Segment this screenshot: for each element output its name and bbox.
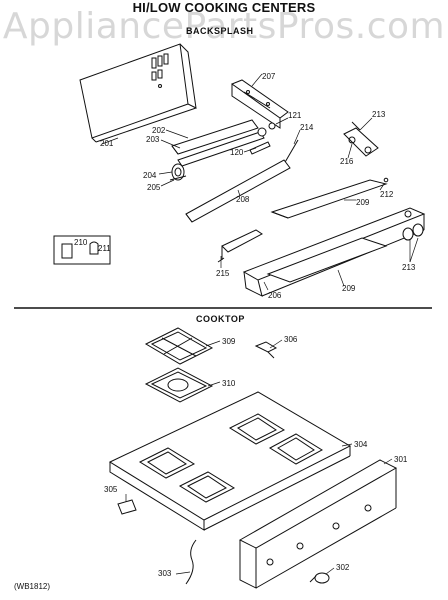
part-label-205: 205 [147, 183, 161, 192]
leader-lines-cooktop [125, 339, 393, 575]
part-209-upper-panel [270, 179, 388, 219]
part-label-213-upper: 213 [372, 110, 386, 119]
part-label-310: 310 [222, 379, 236, 388]
part-210-211-inset [53, 235, 111, 265]
part-202-203-tube [171, 119, 276, 167]
part-label-211: 211 [98, 244, 111, 253]
part-label-209-upper: 209 [356, 198, 370, 207]
part-label-216: 216 [340, 157, 354, 166]
part-label-305: 305 [104, 485, 118, 494]
leader-lines-backsplash [101, 73, 419, 291]
part-212-screw [383, 177, 389, 183]
watermark: AppliancePartsPros.com [2, 6, 446, 47]
part-201-back-panel [79, 43, 197, 143]
part-label-302: 302 [336, 563, 350, 572]
part-label-210: 210 [74, 238, 88, 247]
part-label-304: 304 [354, 440, 368, 449]
part-label-214: 214 [300, 123, 314, 132]
part-304-cooktop [108, 391, 352, 531]
part-label-201: 201 [100, 139, 114, 148]
backsplash-section-label: BACKSPLASH [186, 26, 254, 36]
part-215-bracket [217, 229, 263, 263]
part-302-knob [309, 572, 330, 584]
part-label-121: 121 [288, 111, 302, 120]
part-label-303: 303 [158, 569, 172, 578]
part-306-clip [254, 341, 278, 359]
part-301-front-panel [238, 459, 398, 589]
part-310-drip-pan [144, 367, 214, 403]
part-label-203: 203 [146, 135, 160, 144]
part-label-309: 309 [222, 337, 236, 346]
part-label-306: 306 [284, 335, 298, 344]
part-213-216-switch [343, 121, 379, 157]
part-label-212: 212 [380, 190, 394, 199]
part-204-205-end-cap [169, 163, 187, 181]
part-label-206: 206 [268, 291, 282, 300]
part-label-208: 208 [236, 195, 250, 204]
part-label-120: 120 [230, 148, 244, 157]
part-209-lower-panel [266, 237, 388, 283]
part-label-215: 215 [216, 269, 230, 278]
part-305-hinge [117, 499, 137, 515]
part-303-wire [185, 539, 197, 585]
part-label-207: 207 [262, 72, 276, 81]
part-213-knobs [402, 223, 424, 241]
cooktop-section-label: COOKTOP [196, 314, 245, 324]
part-120-tube [249, 141, 271, 155]
part-label-202: 202 [152, 126, 166, 135]
diagram-title: HI/LOW COOKING CENTERS [132, 0, 316, 15]
part-labels: 201 202 203 204 205 206 207 208 209 209 … [74, 72, 416, 578]
part-206-control-panel [242, 207, 426, 297]
part-309-grate [144, 327, 214, 365]
part-label-209-lower: 209 [342, 284, 356, 293]
part-214-rod [283, 139, 299, 165]
part-label-213-lower: 213 [402, 263, 416, 272]
part-label-301: 301 [394, 455, 408, 464]
part-207-bracket [230, 79, 289, 129]
part-label-204: 204 [143, 171, 157, 180]
diagram-id: (WB1812) [14, 582, 51, 591]
